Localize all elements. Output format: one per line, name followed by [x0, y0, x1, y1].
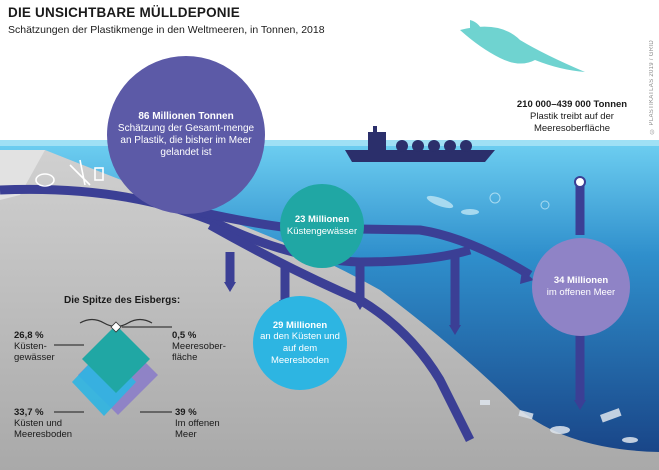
page-subtitle: Schätzungen der Plastikmenge in den Welt… — [8, 24, 325, 36]
sea-surface — [0, 140, 659, 146]
surface-annotation: 210 000–439 000 Tonnen Plastik treibt au… — [497, 99, 647, 135]
label-surface: Meeresober-fläche — [172, 341, 226, 364]
iceberg-label-surface: 0,5 % Meeresober-fläche — [172, 330, 228, 364]
pct-seafloor: 33,7 % — [14, 407, 44, 418]
plastic-flow-arrows — [0, 184, 585, 443]
total-amount: 86 Millionen Tonnen — [138, 110, 234, 122]
pct-surface: 0,5 % — [172, 330, 197, 341]
circle-total-estimate: 86 Millionen Tonnen Schätzung der Gesamt… — [107, 56, 265, 214]
coastal-text: Küstengewässer — [286, 226, 358, 237]
seafloor-text: an den Küsten und auf dem Meeresboden — [260, 331, 340, 366]
iceberg-surface — [110, 321, 122, 333]
surface-amount: 210 000–439 000 Tonnen — [516, 99, 628, 110]
circle-seafloor: 29 Millionen an den Küsten und auf dem M… — [253, 296, 347, 390]
coastal-amount: 23 Millionen — [294, 214, 350, 226]
iceberg-diagram — [54, 318, 172, 416]
label-coastal: Küsten-gewässer — [14, 341, 55, 364]
iceberg-label-open-sea: 39 % Im offenen Meer — [175, 407, 225, 441]
pct-coastal: 26,8 % — [14, 330, 44, 341]
floating-debris-icon — [426, 192, 550, 215]
circle-open-sea: 34 Millionen im offenen Meer — [532, 238, 630, 336]
surface-text: Plastik treibt auf der Meeresoberfläche — [530, 110, 614, 134]
label-seafloor: Küsten und Meeresboden — [14, 418, 73, 441]
page-title: DIE UNSICHTBARE MÜLLDEPONIE — [8, 5, 240, 20]
seabird-icon — [460, 20, 585, 73]
circle-coastal-waters: 23 Millionen Küstengewässer — [280, 184, 364, 268]
source-credit: © PLASTIKATLAS 2019 / GRID — [649, 40, 655, 134]
coast-debris-icon — [35, 159, 104, 187]
open-sea-text: im offenen Meer — [546, 287, 616, 298]
seafloor-amount: 29 Millionen — [272, 319, 328, 331]
label-open-sea: Im offenen Meer — [175, 418, 220, 441]
iceberg-label-seafloor: 33,7 % Küsten und Meeresboden — [14, 407, 76, 441]
seafloor-debris-icon — [480, 400, 638, 443]
total-text: Schätzung der Gesamt-menge an Plastik, d… — [117, 122, 255, 159]
iceberg-label-coastal: 26,8 % Küsten-gewässer — [14, 330, 60, 364]
iceberg-coastal — [82, 325, 150, 393]
open-sea-amount: 34 Millionen — [553, 275, 609, 287]
iceberg-title: Die Spitze des Eisbergs: — [64, 295, 181, 306]
surface-marker — [574, 176, 586, 188]
ship-icon — [345, 126, 495, 162]
pct-open-sea: 39 % — [175, 407, 197, 418]
